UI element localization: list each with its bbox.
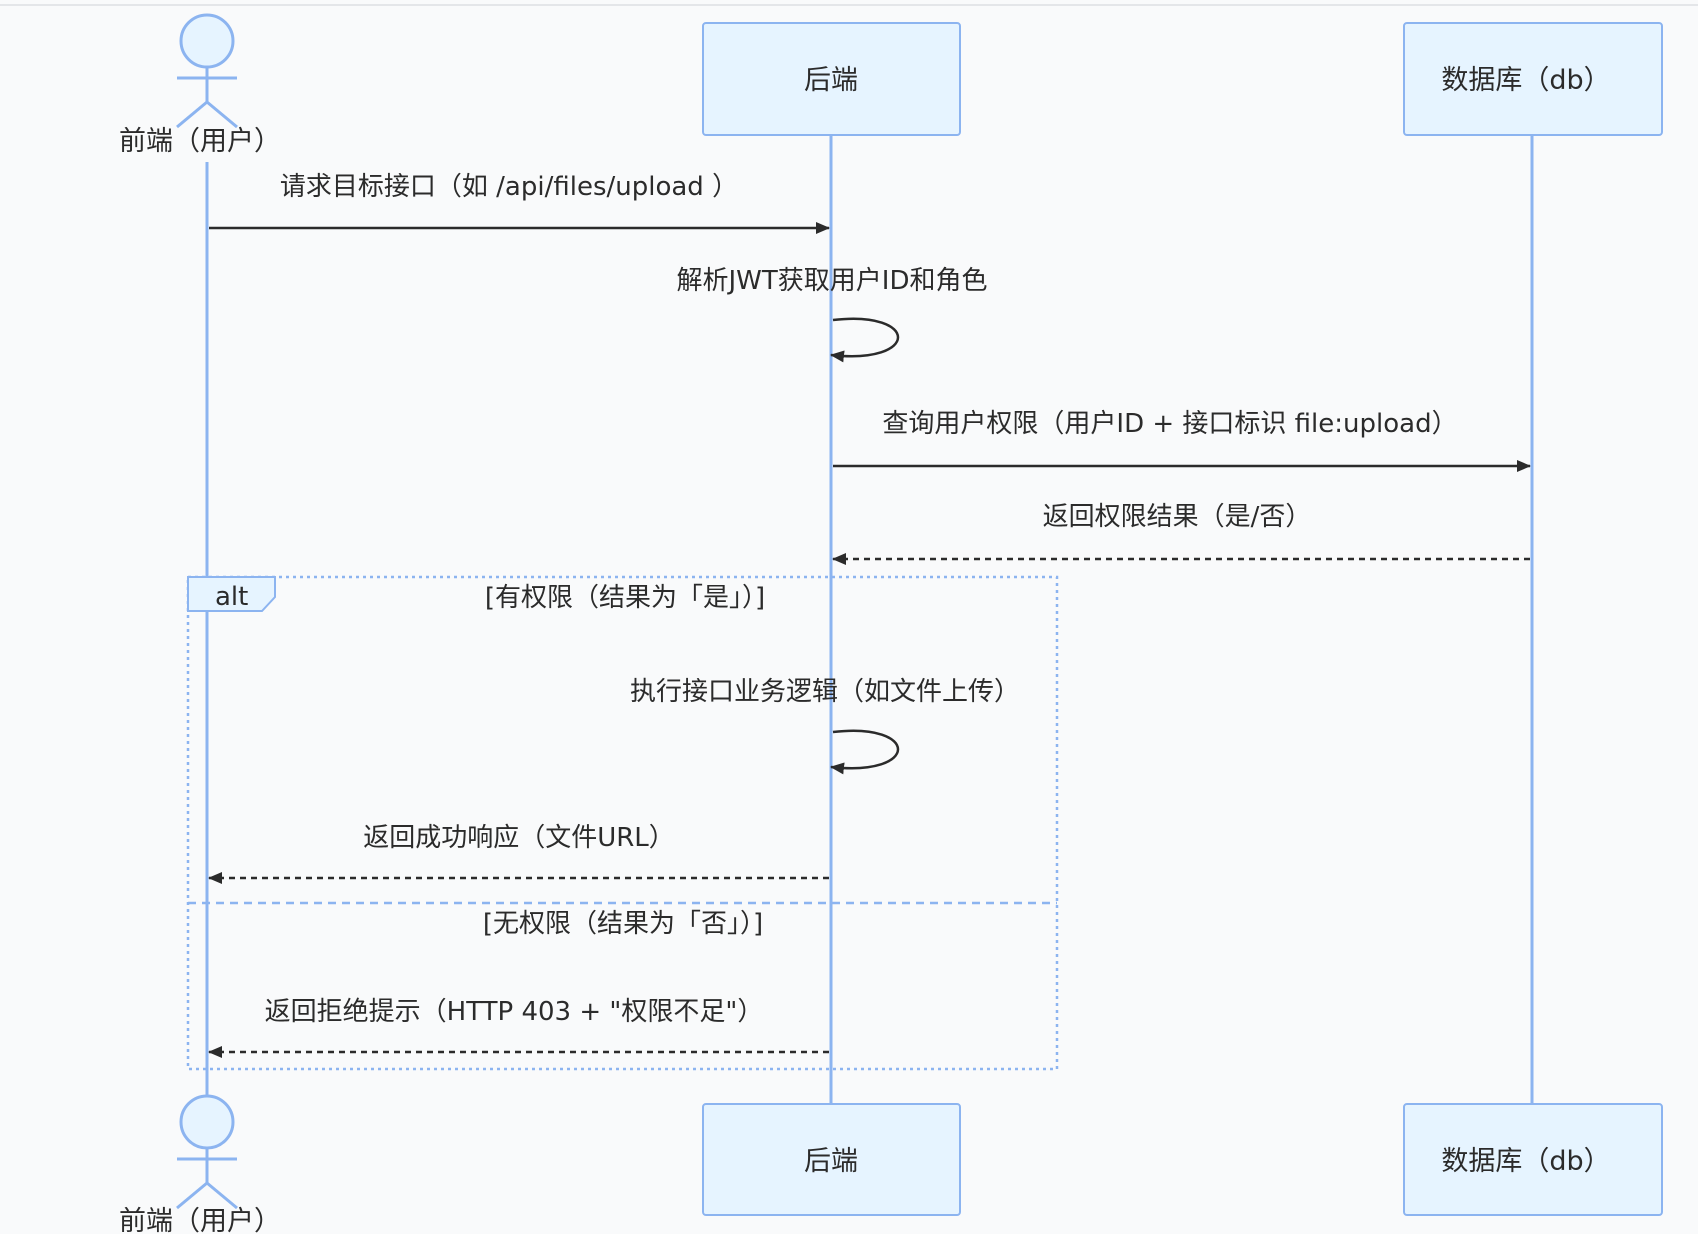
message-label: 返回成功响应（文件URL） <box>363 823 675 853</box>
message-label: 请求目标接口（如 /api/files/upload ） <box>280 172 738 202</box>
message-return-permission: 返回权限结果（是/否） <box>832 502 1530 565</box>
alt-fragment: alt [有权限（结果为「是」）] [无权限（结果为「否」）] <box>186 575 1059 1071</box>
message-success-response: 返回成功响应（文件URL） <box>208 823 829 884</box>
alt-condition-no: [无权限（结果为「否」）] <box>483 909 763 939</box>
message-query-permission: 查询用户权限（用户ID + 接口标识 file:upload） <box>833 409 1531 472</box>
participant-frontend-label: 前端（用户） <box>119 1206 281 1234</box>
message-execute-logic: 执行接口业务逻辑（如文件上传） <box>630 677 1020 775</box>
actor-icon <box>176 13 238 129</box>
participant-backend-label: 后端 <box>804 1146 858 1177</box>
message-label: 查询用户权限（用户ID + 接口标识 file:upload） <box>882 409 1457 439</box>
message-label: 执行接口业务逻辑（如文件上传） <box>630 677 1020 707</box>
message-label: 返回权限结果（是/否） <box>1043 502 1312 532</box>
participant-backend-bottom: 后端 <box>702 1103 961 1216</box>
participant-db-label: 数据库（db） <box>1441 65 1610 96</box>
alt-condition-yes: [有权限（结果为「是」）] <box>485 583 765 613</box>
actor-frontend-bottom: 前端（用户） <box>119 1094 281 1234</box>
participant-db-top: 数据库（db） <box>1403 22 1663 136</box>
message-label: 返回拒绝提示（HTTP 403 + "权限不足"） <box>265 997 764 1027</box>
participant-backend-label: 后端 <box>804 65 858 96</box>
alt-tag-label: alt <box>215 582 248 612</box>
participant-backend-top: 后端 <box>702 22 961 136</box>
actor-icon <box>176 1094 238 1210</box>
message-label: 解析JWT获取用户ID和角色 <box>677 266 988 296</box>
message-reject-response: 返回拒绝提示（HTTP 403 + "权限不足"） <box>208 997 829 1058</box>
actor-frontend-top: 前端（用户） <box>119 13 281 157</box>
participant-frontend-label: 前端（用户） <box>119 126 281 157</box>
message-request-endpoint: 请求目标接口（如 /api/files/upload ） <box>209 172 830 234</box>
participant-db-label: 数据库（db） <box>1441 1146 1610 1177</box>
message-parse-jwt: 解析JWT获取用户ID和角色 <box>677 266 988 363</box>
alt-tag-box <box>187 576 276 612</box>
participant-db-bottom: 数据库（db） <box>1403 1103 1663 1216</box>
